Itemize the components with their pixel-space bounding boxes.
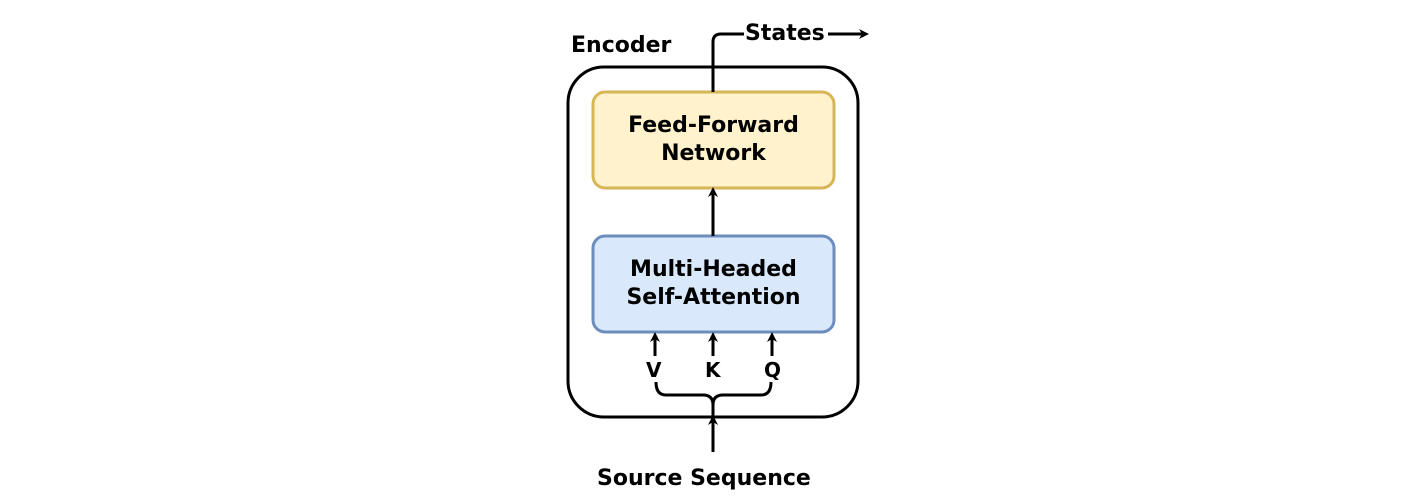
attention-label: Multi-Headed Self-Attention	[626, 257, 801, 310]
encoder-title: Encoder	[571, 33, 672, 58]
feed-forward-label: Feed-Forward Network	[628, 113, 799, 166]
value-label: V	[646, 358, 662, 382]
states-output-arrow	[711, 32, 744, 92]
key-label: K	[705, 358, 721, 382]
states-label: States	[745, 21, 825, 46]
query-label: Q	[764, 358, 782, 382]
source-sequence-label: Source Sequence	[597, 466, 811, 491]
